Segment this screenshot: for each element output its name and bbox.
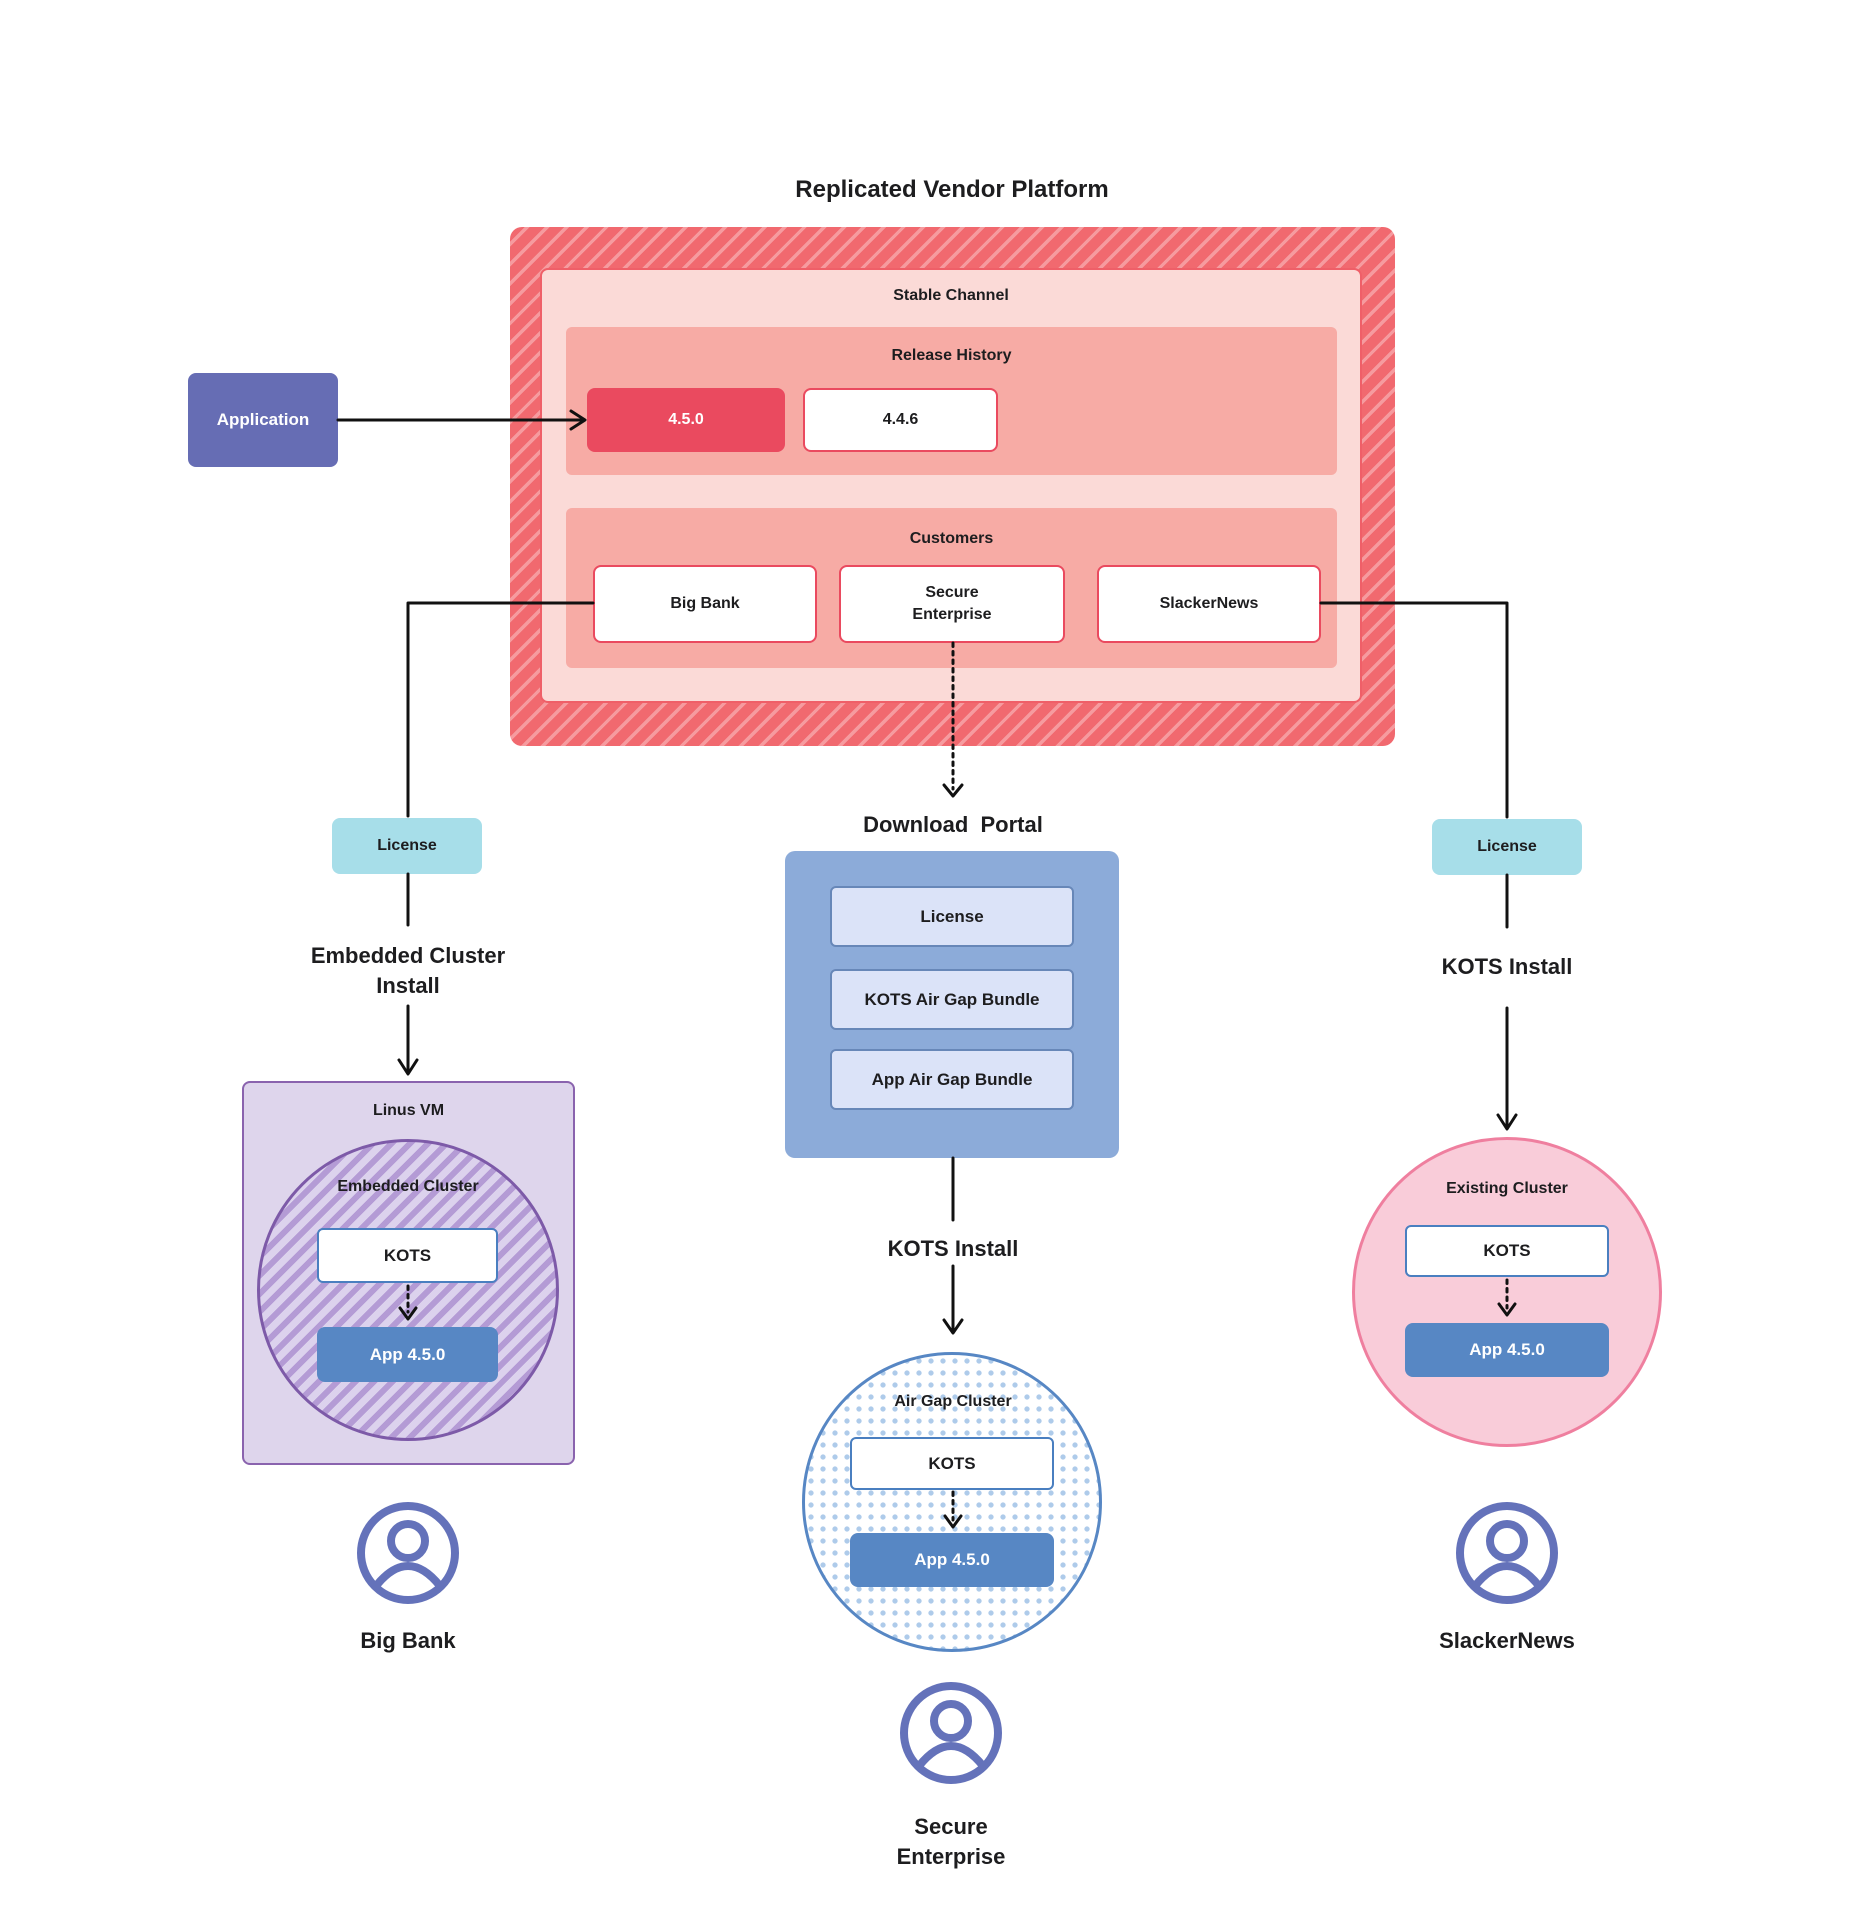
user-icon-slackernews [1456, 1502, 1558, 1604]
arrowhead-down [942, 783, 964, 798]
customer-secure-enterprise: Secure Enterprise [839, 565, 1065, 643]
user-label-secure-enterprise: Secure Enterprise [896, 1814, 1006, 1869]
app-label: App 4.5.0 [369, 1344, 446, 1364]
application-box: Application [188, 373, 338, 467]
customer-slackernews: SlackerNews [1097, 565, 1321, 643]
customer-name: SlackerNews [1159, 595, 1259, 612]
kots-label: KOTS [1483, 1241, 1531, 1260]
portal-item-app-airgap-bundle: App Air Gap Bundle [830, 1049, 1074, 1110]
air-gap-cluster-label: Air Gap Cluster [894, 1393, 1012, 1410]
release-4-4-6: 4.4.6 [803, 388, 998, 452]
portal-item-label: License [920, 906, 984, 926]
app-label: App 4.5.0 [914, 1550, 990, 1569]
portal-item-license: License [830, 886, 1074, 947]
download-portal-title: Download Portal [863, 812, 1043, 837]
portal-item-label: App Air Gap Bundle [871, 1069, 1033, 1089]
user-icon-shoulders [915, 1742, 987, 1769]
user-icon-outline [357, 1502, 459, 1604]
user-icon-secure-enterprise [900, 1682, 1002, 1784]
release-4-5-0: 4.5.0 [587, 388, 785, 452]
application-label: Application [216, 410, 310, 429]
kots-label: KOTS [383, 1245, 432, 1265]
license-label: License [377, 837, 437, 854]
user-icon-shoulders [1471, 1562, 1543, 1589]
customer-big-bank: Big Bank [593, 565, 817, 643]
kots-label: KOTS [928, 1453, 976, 1473]
release-version: 4.5.0 [668, 411, 704, 428]
user-icon-outline [900, 1682, 1002, 1784]
user-icon-head [387, 1520, 429, 1562]
kots-box-embedded: KOTS [317, 1228, 498, 1283]
stable-channel-label: Stable Channel [893, 287, 1009, 304]
user-icon-head [1486, 1520, 1528, 1562]
user-icon-head [930, 1700, 972, 1742]
license-label: License [1477, 838, 1537, 855]
customer-name: Secure Enterprise [912, 584, 992, 623]
kots-install-label-right: KOTS Install [1441, 954, 1573, 979]
customers-label: Customers [909, 530, 994, 547]
customer-name: Big Bank [670, 595, 740, 612]
license-box-slackernews: License [1432, 819, 1582, 875]
kots-install-label-middle: KOTS Install [887, 1236, 1019, 1261]
app-box-existing: App 4.5.0 [1405, 1323, 1609, 1377]
user-icon-outline [1456, 1502, 1558, 1604]
page-title: Replicated Vendor Platform [795, 176, 1109, 203]
license-box-big-bank: License [332, 818, 482, 874]
user-label-slackernews: SlackerNews [1439, 1628, 1575, 1653]
release-version: 4.4.6 [882, 411, 919, 428]
arrowhead-down [1496, 1113, 1518, 1131]
user-label-big-bank: Big Bank [360, 1628, 456, 1653]
user-icon-shoulders [372, 1562, 444, 1589]
app-label: App 4.5.0 [1469, 1340, 1545, 1359]
release-history-label: Release History [891, 347, 1012, 364]
linus-vm-label: Linus VM [372, 1102, 445, 1119]
arrowhead-down [942, 1318, 964, 1335]
app-box-embedded: App 4.5.0 [317, 1327, 498, 1382]
user-icon-big-bank [357, 1502, 459, 1604]
embedded-cluster-install-label: Embedded Cluster Install [310, 943, 506, 998]
portal-item-label: KOTS Air Gap Bundle [864, 989, 1040, 1009]
existing-cluster-label: Existing Cluster [1446, 1180, 1568, 1197]
kots-box-existing: KOTS [1405, 1225, 1609, 1277]
portal-item-kots-airgap-bundle: KOTS Air Gap Bundle [830, 969, 1074, 1030]
embedded-cluster-circle [257, 1139, 559, 1441]
embedded-cluster-label: Embedded Cluster [337, 1178, 479, 1195]
app-box-airgap: App 4.5.0 [850, 1533, 1054, 1587]
arrowhead-down [397, 1058, 419, 1076]
kots-box-airgap: KOTS [850, 1437, 1054, 1490]
